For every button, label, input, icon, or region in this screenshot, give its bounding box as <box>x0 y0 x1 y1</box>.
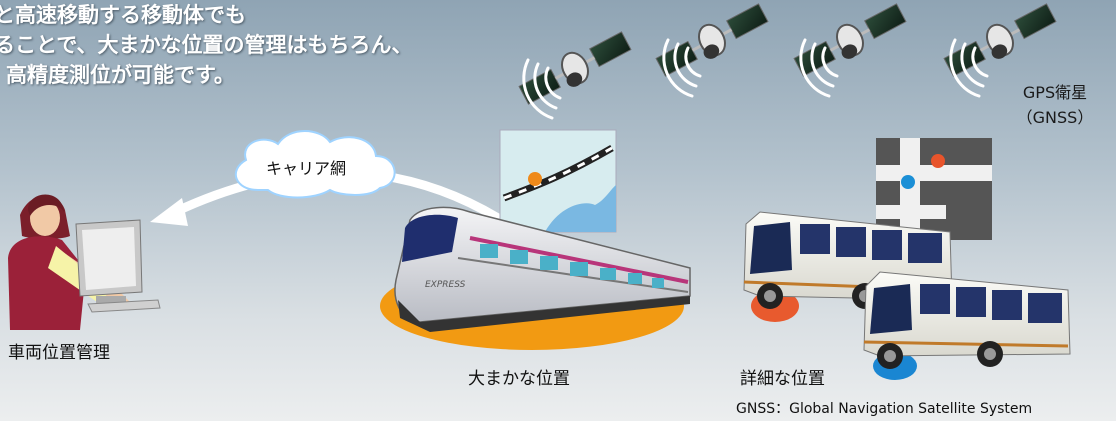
signal-waves-icon <box>522 38 989 120</box>
bus-position-dot-red <box>931 154 945 168</box>
headline-line-3: 高精度測位が可能です。 <box>6 63 235 87</box>
headline-line-1: と高速移動する移動体でも <box>0 3 246 27</box>
vehicle-management-label: 車両位置管理 <box>8 343 110 363</box>
headline: と高速移動する移動体でも ることで、大まかな位置の管理はもちろん、 高精度測位が… <box>0 0 413 90</box>
rough-position-label: 大まかな位置 <box>468 369 570 389</box>
operator-icon <box>8 194 132 330</box>
bus-2-icon <box>863 271 1071 369</box>
bus-position-dot-blue <box>901 175 915 189</box>
detailed-position-label: 詳細な位置 <box>740 369 825 389</box>
street-map <box>876 138 992 240</box>
gps-satellite-label: GPS衛星 （GNSS） <box>1000 80 1110 130</box>
carrier-cloud <box>235 130 396 199</box>
carrier-network-label: キャリア網 <box>266 159 347 178</box>
train-logo: EXPRESS <box>425 280 466 290</box>
headline-line-2: ることで、大まかな位置の管理はもちろん、 <box>0 33 413 57</box>
satellite-3-icon <box>793 3 907 77</box>
gps-satellite-label-line1: GPS衛星 <box>1022 83 1088 102</box>
route-map <box>499 129 617 233</box>
satellite-2-icon <box>655 3 769 77</box>
computer-monitor-icon <box>75 219 161 313</box>
satellite-4-icon <box>943 3 1057 77</box>
gps-satellite-label-line2: （GNSS） <box>1016 108 1094 127</box>
satellite-1-icon <box>518 31 632 105</box>
gnss-footnote: GNSS：Global Navigation Satellite System <box>736 401 1033 417</box>
train-position-dot <box>528 172 542 186</box>
train-icon: EXPRESS <box>394 206 691 332</box>
